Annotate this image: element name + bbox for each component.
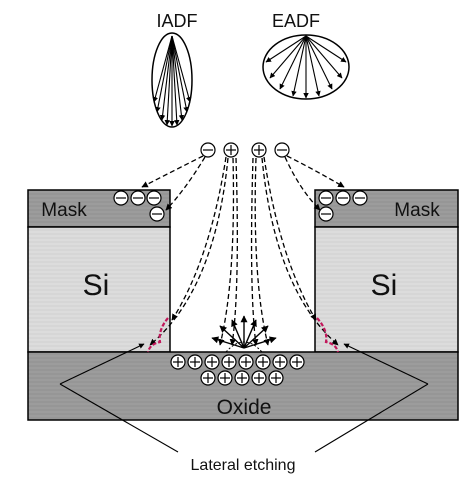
plus-circle-icon bbox=[234, 370, 250, 386]
incoming-particles bbox=[200, 142, 290, 158]
mask-left-label: Mask bbox=[41, 200, 87, 221]
minus-circle-icon bbox=[113, 190, 129, 206]
eadf-label: EADF bbox=[272, 11, 320, 31]
notch-left bbox=[146, 317, 169, 353]
plus-circle-icon bbox=[251, 370, 267, 386]
plus-circle-icon bbox=[223, 142, 239, 158]
plus-circle-icon bbox=[200, 370, 216, 386]
trench-bottom-charges bbox=[170, 354, 305, 386]
lateral-etching-pointers bbox=[59, 343, 429, 453]
si-left-label: Si bbox=[83, 269, 110, 302]
minus-circle-icon bbox=[274, 142, 290, 158]
minus-circle-icon bbox=[200, 142, 216, 158]
mask-right-label: Mask bbox=[394, 200, 440, 221]
particle-trajectories bbox=[141, 155, 345, 346]
plus-circle-icon bbox=[255, 354, 271, 370]
plus-circle-icon bbox=[170, 354, 186, 370]
notch-right bbox=[316, 317, 340, 353]
plus-circle-icon bbox=[217, 370, 233, 386]
lateral-etching-label: Lateral etching bbox=[191, 457, 296, 474]
iadf-distribution bbox=[151, 32, 193, 128]
minus-circle-icon bbox=[318, 206, 334, 222]
bottom-scattering bbox=[211, 315, 277, 349]
scatter-arc bbox=[225, 341, 263, 353]
mask-right-charges bbox=[318, 190, 368, 222]
minus-circle-icon bbox=[130, 190, 146, 206]
minus-circle-icon bbox=[146, 190, 162, 206]
mask-left-charges bbox=[113, 190, 165, 222]
plus-circle-icon bbox=[251, 142, 267, 158]
plus-circle-icon bbox=[221, 354, 237, 370]
plus-circle-icon bbox=[268, 370, 284, 386]
minus-circle-icon bbox=[149, 206, 165, 222]
iadf-label: IADF bbox=[156, 11, 197, 31]
plus-circle-icon bbox=[238, 354, 254, 370]
si-right-label: Si bbox=[371, 269, 398, 302]
eadf-distribution bbox=[262, 34, 350, 100]
plus-circle-icon bbox=[204, 354, 220, 370]
minus-circle-icon bbox=[318, 190, 334, 206]
minus-circle-icon bbox=[352, 190, 368, 206]
silicon-left bbox=[27, 226, 171, 353]
minus-circle-icon bbox=[335, 190, 351, 206]
oxide-label: Oxide bbox=[217, 396, 272, 419]
plus-circle-icon bbox=[187, 354, 203, 370]
plus-circle-icon bbox=[272, 354, 288, 370]
plus-circle-icon bbox=[289, 354, 305, 370]
silicon-right bbox=[314, 226, 459, 353]
